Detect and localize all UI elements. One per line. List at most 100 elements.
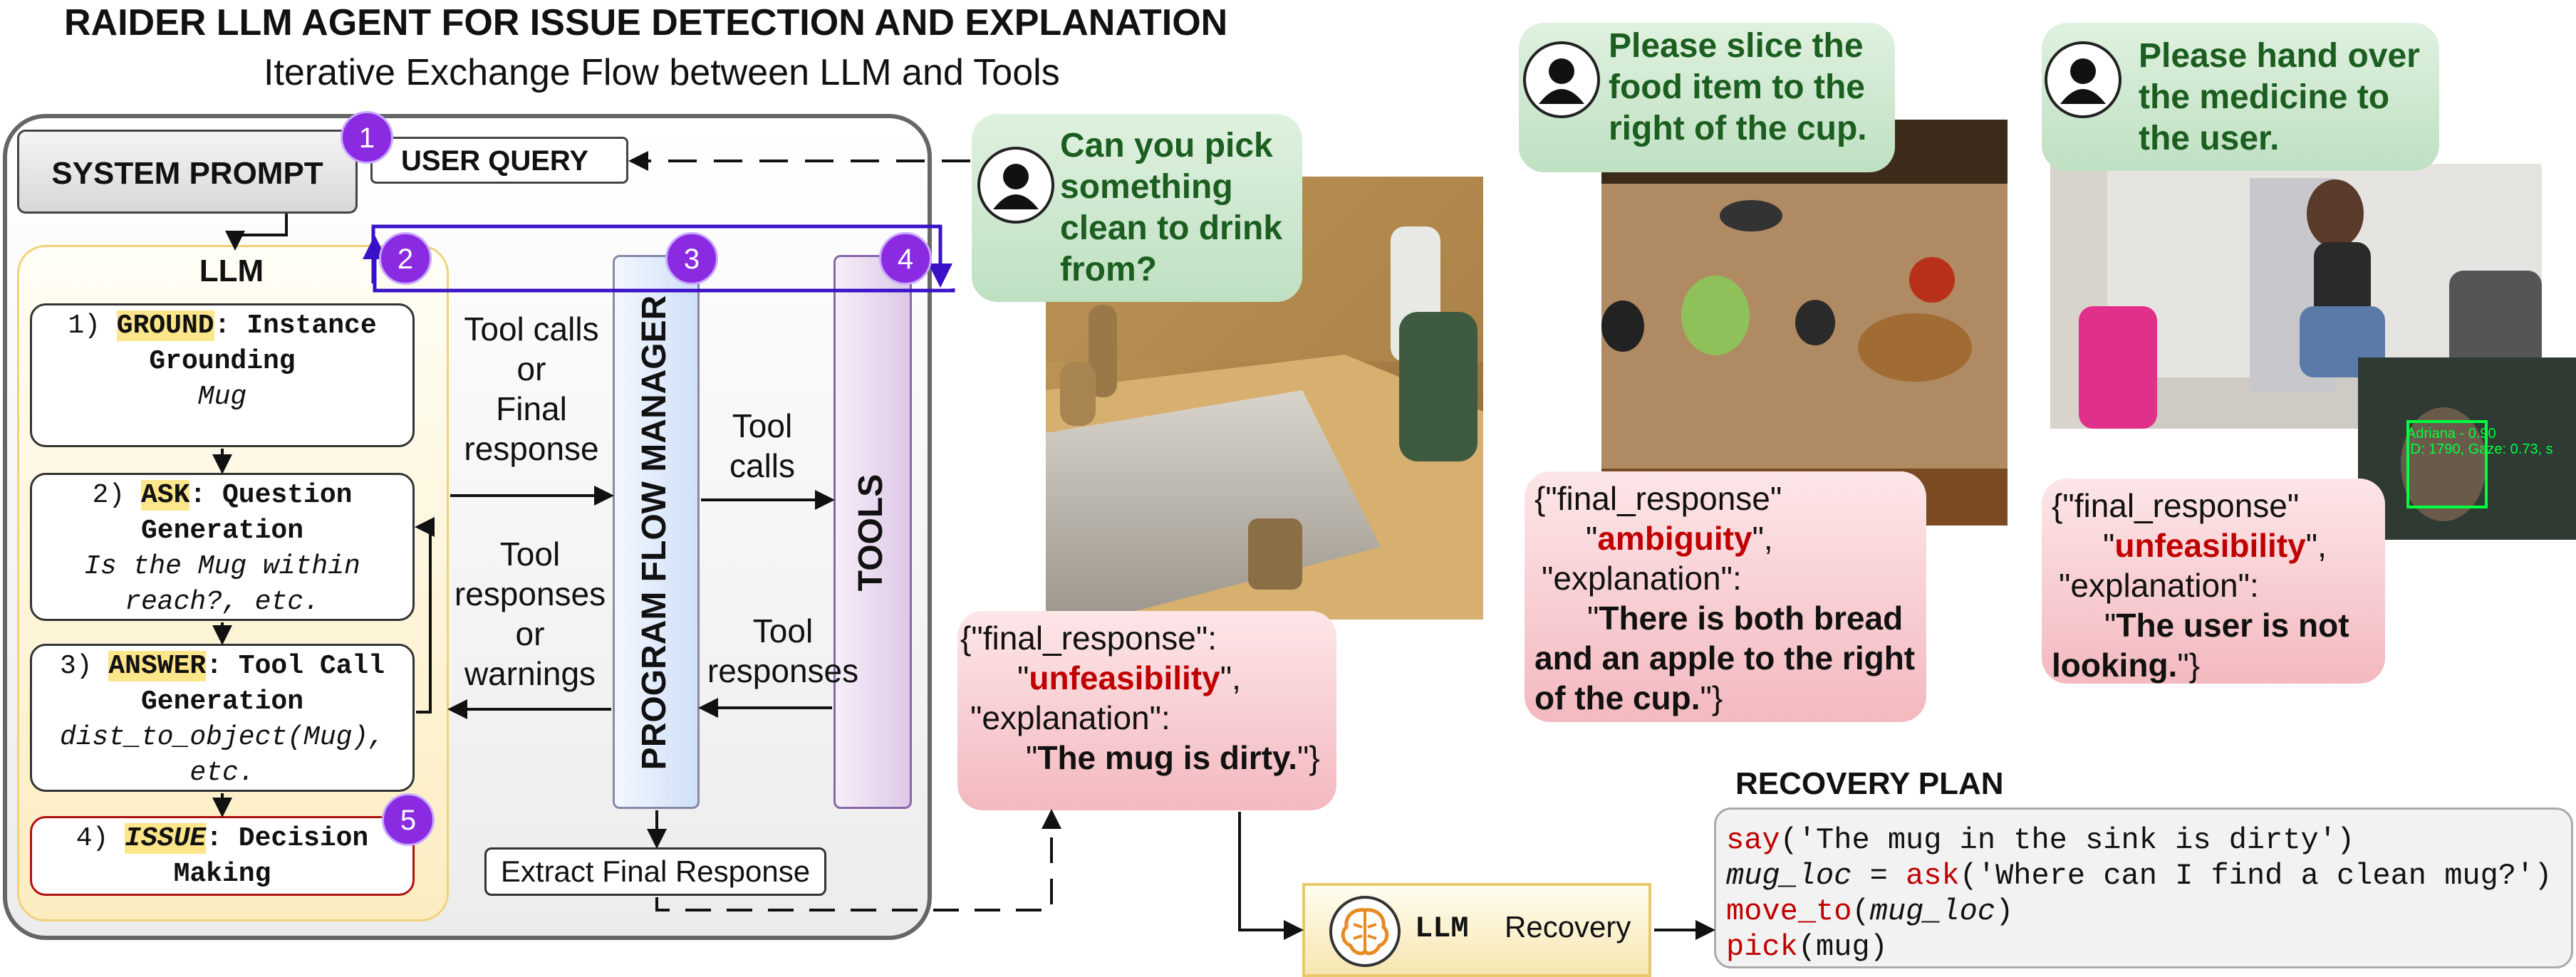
code-function: move_to bbox=[1726, 894, 1852, 929]
step-ground: 1) GROUND: Instance Grounding Mug bbox=[30, 303, 415, 447]
step-detail: Mug bbox=[197, 382, 247, 412]
response-line: {"final_response": bbox=[960, 620, 1217, 657]
explanation-text: looking. bbox=[2052, 647, 2178, 684]
quote: " bbox=[1587, 600, 1599, 637]
step-keyword: ISSUE bbox=[125, 823, 207, 854]
explanation-text: of the cup. bbox=[1534, 679, 1700, 716]
quote: ", bbox=[1752, 520, 1773, 557]
code-line: say('The mug in the sink is dirty') bbox=[1726, 822, 2571, 858]
query-line: the medicine to bbox=[2139, 78, 2390, 116]
response-line: {"final_response" bbox=[1534, 480, 1782, 517]
response-explanation-line: looking."} bbox=[2052, 645, 2385, 685]
quote: " bbox=[1586, 520, 1598, 557]
user-avatar-icon bbox=[2045, 41, 2121, 118]
query-line: Can you pick bbox=[1060, 127, 1273, 164]
code-variable: mug_loc bbox=[1726, 859, 1852, 893]
figure-subtitle: Iterative Exchange Flow between LLM and … bbox=[264, 52, 1060, 93]
step-number: 1) bbox=[68, 310, 100, 341]
code-args: (mug) bbox=[1797, 930, 1888, 964]
quote: " bbox=[1017, 659, 1029, 696]
query-line: Please hand over bbox=[2139, 37, 2420, 75]
detection-label: Adriana - 0.90 bbox=[2406, 426, 2496, 442]
response-explanation-line: of the cup."} bbox=[1534, 678, 1926, 718]
code-line: pick(mug) bbox=[1726, 929, 2571, 965]
code-variable: mug_loc bbox=[1869, 894, 1996, 929]
arrow-loop-to-tools bbox=[371, 224, 952, 288]
step-title-2: Generation bbox=[140, 516, 304, 546]
figure-title: RAIDER LLM AGENT FOR ISSUE DETECTION AND… bbox=[64, 2, 1228, 43]
step-badge-3: 3 bbox=[665, 232, 718, 285]
code-line: move_to(mug_loc) bbox=[1726, 894, 2571, 929]
query-bubble-1: Can you pick something clean to drink fr… bbox=[972, 114, 1302, 302]
quote: "} bbox=[1297, 739, 1320, 776]
flow-text-line: Tool bbox=[732, 407, 793, 444]
step-answer: 3) ANSWER: Tool Call Generation dist_to_… bbox=[30, 644, 415, 792]
flow-text-tool-calls: Tool calls bbox=[705, 406, 819, 486]
brain-icon bbox=[1329, 896, 1401, 967]
flow-text-tool-calls-or-final: Tool calls or Final response bbox=[453, 309, 610, 469]
recovery-llm-label: LLM bbox=[1415, 911, 1469, 946]
response-line: "explanation": bbox=[970, 699, 1170, 736]
code-function: ask bbox=[1906, 859, 1960, 893]
flow-text-line: or bbox=[515, 615, 545, 652]
step-keyword: ASK bbox=[140, 480, 190, 511]
query-text-3: Please hand over the medicine to the use… bbox=[2139, 36, 2438, 160]
query-line: something bbox=[1060, 168, 1233, 206]
code-args: ('Where can I find a clean mug?') bbox=[1959, 859, 2552, 893]
face-detection-inset: Adriana - 0.90 ID: 1790, Gaze: 0.73, s bbox=[2358, 357, 2576, 540]
arrow-loop-to-llm bbox=[363, 235, 955, 293]
step-badge-4: 4 bbox=[879, 232, 932, 285]
response-line: "explanation": bbox=[1542, 560, 1742, 597]
explanation-text: There is both bread bbox=[1599, 600, 1904, 637]
step-title: : Tool Call bbox=[206, 651, 385, 681]
recovery-plan-heading: RECOVERY PLAN bbox=[1735, 766, 2004, 801]
system-prompt-box: SYSTEM PROMPT bbox=[17, 130, 358, 214]
step-title: : Decision bbox=[206, 823, 369, 854]
response-bubble-2: {"final_response" "ambiguity", "explanat… bbox=[1525, 471, 1926, 722]
recovery-label: Recovery bbox=[1505, 910, 1631, 944]
kitchen-scene-image bbox=[1601, 120, 2008, 526]
issue-keyword: unfeasibility bbox=[1029, 659, 1220, 696]
step-number: 3) bbox=[59, 651, 93, 681]
flow-text-tool-responses: Tool responses bbox=[701, 611, 865, 691]
response-bubble-1: {"final_response": "unfeasibility", "exp… bbox=[957, 611, 1336, 810]
step-number: 2) bbox=[92, 480, 125, 511]
explanation-text: and an apple to the right bbox=[1534, 639, 1916, 676]
code-function: pick bbox=[1726, 930, 1798, 964]
step-badge-1: 1 bbox=[341, 111, 393, 164]
quote: "} bbox=[1700, 679, 1723, 716]
detection-label: ID: 1790, Gaze: 0.73, s bbox=[2406, 442, 2553, 457]
query-line: the user. bbox=[2139, 120, 2280, 157]
quote: "} bbox=[2177, 647, 2201, 684]
step-detail: dist_to_object(Mug), bbox=[59, 722, 385, 753]
query-text-2: Please slice the food item to the right … bbox=[1609, 26, 1894, 150]
response-line: {"final_response" bbox=[2052, 487, 2300, 524]
step-title-2: Making bbox=[173, 859, 271, 889]
step-detail: Is the Mug within bbox=[84, 551, 360, 582]
step-ask: 2) ASK: Question Generation Is the Mug w… bbox=[30, 473, 415, 621]
flow-text-line: warnings bbox=[464, 655, 596, 692]
step-badge-2: 2 bbox=[379, 232, 432, 285]
step-title: : Instance bbox=[214, 310, 377, 341]
query-bubble-2: Please slice the food item to the right … bbox=[1519, 23, 1895, 172]
code-operator: = bbox=[1852, 859, 1906, 893]
response-bubble-3: {"final_response" "unfeasibility", "expl… bbox=[2042, 479, 2385, 684]
arrow-response-to-recovery bbox=[1238, 812, 1304, 940]
response-explanation-line: "The mug is dirty."} bbox=[960, 738, 1336, 778]
flow-text-line: Tool bbox=[499, 535, 561, 573]
flow-text-line: response bbox=[464, 430, 599, 467]
query-line: right of the cup. bbox=[1609, 110, 1867, 147]
issue-keyword: ambiguity bbox=[1597, 520, 1752, 557]
explanation-text: The user is not bbox=[2116, 607, 2349, 644]
query-line: clean to drink bbox=[1060, 209, 1283, 247]
query-text-1: Can you pick something clean to drink fr… bbox=[1060, 125, 1299, 291]
user-avatar-icon bbox=[977, 147, 1054, 224]
recovery-plan-code: say('The mug in the sink is dirty')mug_l… bbox=[1714, 808, 2573, 968]
arrow-extract-to-response bbox=[655, 809, 1061, 911]
flow-text-line: responses bbox=[454, 575, 606, 612]
step-title-2: Generation bbox=[140, 686, 304, 717]
response-explanation-line: "There is both bread bbox=[1534, 598, 1926, 638]
flow-text-line: or bbox=[516, 350, 546, 387]
